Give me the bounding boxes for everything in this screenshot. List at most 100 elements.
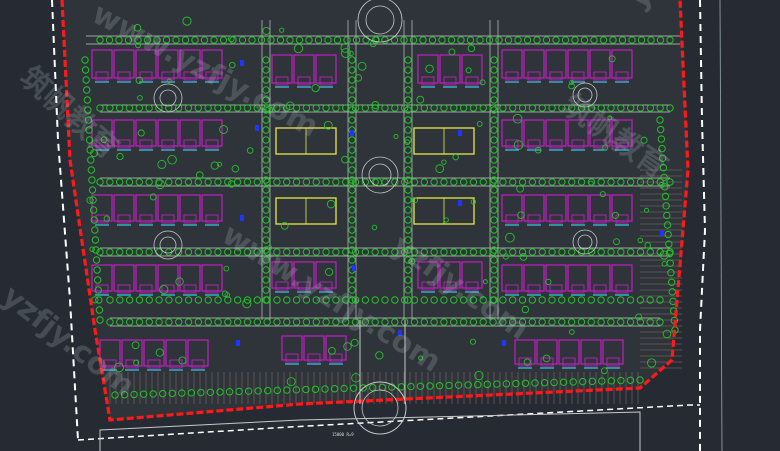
tree bbox=[587, 296, 595, 304]
tree bbox=[646, 178, 655, 186]
tree bbox=[464, 381, 472, 389]
tree bbox=[404, 236, 412, 244]
tree bbox=[106, 178, 114, 186]
tree bbox=[115, 178, 124, 186]
tree bbox=[476, 36, 484, 44]
tree bbox=[404, 196, 412, 204]
tree bbox=[588, 180, 594, 186]
tree bbox=[83, 86, 91, 94]
tree bbox=[430, 318, 438, 326]
tree bbox=[283, 248, 291, 256]
building-unit bbox=[121, 339, 143, 367]
tree bbox=[416, 95, 425, 104]
tree bbox=[115, 36, 123, 44]
tree bbox=[513, 140, 524, 150]
tree bbox=[661, 260, 668, 267]
tree bbox=[165, 104, 173, 112]
tree bbox=[262, 266, 270, 274]
tree bbox=[490, 166, 498, 174]
tree bbox=[262, 126, 270, 134]
tree bbox=[479, 296, 487, 304]
building-unit bbox=[611, 264, 633, 292]
building-unit bbox=[545, 264, 567, 292]
tree bbox=[404, 186, 412, 194]
building-balcony bbox=[571, 139, 585, 149]
tree bbox=[664, 230, 672, 239]
tree bbox=[548, 248, 556, 256]
building-unit bbox=[113, 264, 135, 292]
tree bbox=[418, 355, 424, 361]
building-balcony bbox=[593, 284, 607, 294]
tree bbox=[548, 318, 556, 326]
tree bbox=[538, 104, 546, 112]
tree bbox=[440, 178, 448, 186]
tree bbox=[608, 55, 616, 63]
tree bbox=[656, 125, 665, 134]
tree bbox=[348, 186, 356, 194]
tree bbox=[244, 387, 253, 395]
tree bbox=[381, 36, 389, 44]
tree bbox=[262, 286, 270, 294]
tree bbox=[426, 382, 434, 390]
tree bbox=[210, 36, 218, 44]
tree bbox=[509, 104, 517, 112]
plaza-ring bbox=[159, 89, 177, 107]
tree bbox=[454, 381, 463, 389]
tree bbox=[322, 296, 330, 304]
tree bbox=[657, 135, 666, 143]
tree bbox=[469, 318, 478, 326]
tree bbox=[262, 156, 270, 164]
tree bbox=[96, 36, 104, 44]
tree bbox=[265, 106, 273, 114]
tree bbox=[145, 296, 153, 304]
tree bbox=[182, 16, 192, 26]
tree bbox=[420, 296, 428, 304]
building-balcony bbox=[549, 139, 563, 149]
tree bbox=[668, 288, 676, 296]
tree bbox=[490, 66, 498, 74]
building-balcony bbox=[571, 214, 585, 224]
tree bbox=[558, 318, 566, 326]
tree bbox=[343, 342, 352, 351]
tree bbox=[223, 265, 230, 272]
tree bbox=[482, 279, 488, 285]
tree bbox=[340, 48, 351, 59]
tree bbox=[400, 296, 409, 304]
tree bbox=[95, 306, 104, 314]
tree bbox=[502, 380, 511, 388]
tree bbox=[490, 296, 498, 304]
building-balcony bbox=[319, 281, 333, 291]
tree bbox=[361, 104, 370, 112]
tree bbox=[617, 296, 625, 304]
building-balcony bbox=[593, 139, 607, 149]
tree bbox=[262, 176, 270, 184]
tree bbox=[381, 248, 389, 256]
tree bbox=[243, 248, 252, 256]
tree bbox=[410, 178, 419, 186]
entrance-marker bbox=[398, 330, 402, 336]
building-balcony bbox=[183, 284, 197, 294]
tree bbox=[489, 318, 497, 326]
building-balcony bbox=[443, 281, 457, 291]
building-unit bbox=[589, 119, 611, 147]
tree bbox=[312, 296, 320, 304]
tree bbox=[348, 246, 356, 254]
tree bbox=[357, 61, 367, 71]
south-entrance-road bbox=[359, 320, 406, 404]
tree bbox=[166, 78, 172, 84]
building-balcony bbox=[117, 284, 131, 294]
tree bbox=[262, 106, 270, 114]
tree bbox=[349, 384, 358, 392]
tree bbox=[509, 178, 517, 186]
tree bbox=[656, 318, 664, 326]
tree bbox=[322, 248, 330, 256]
building-balcony bbox=[465, 76, 479, 86]
tree bbox=[100, 136, 108, 144]
tree bbox=[84, 106, 92, 114]
tree bbox=[137, 129, 145, 137]
tree bbox=[279, 27, 285, 33]
tree bbox=[659, 154, 667, 162]
tree bbox=[542, 36, 551, 44]
building-balcony bbox=[183, 139, 197, 149]
tree bbox=[568, 82, 575, 90]
